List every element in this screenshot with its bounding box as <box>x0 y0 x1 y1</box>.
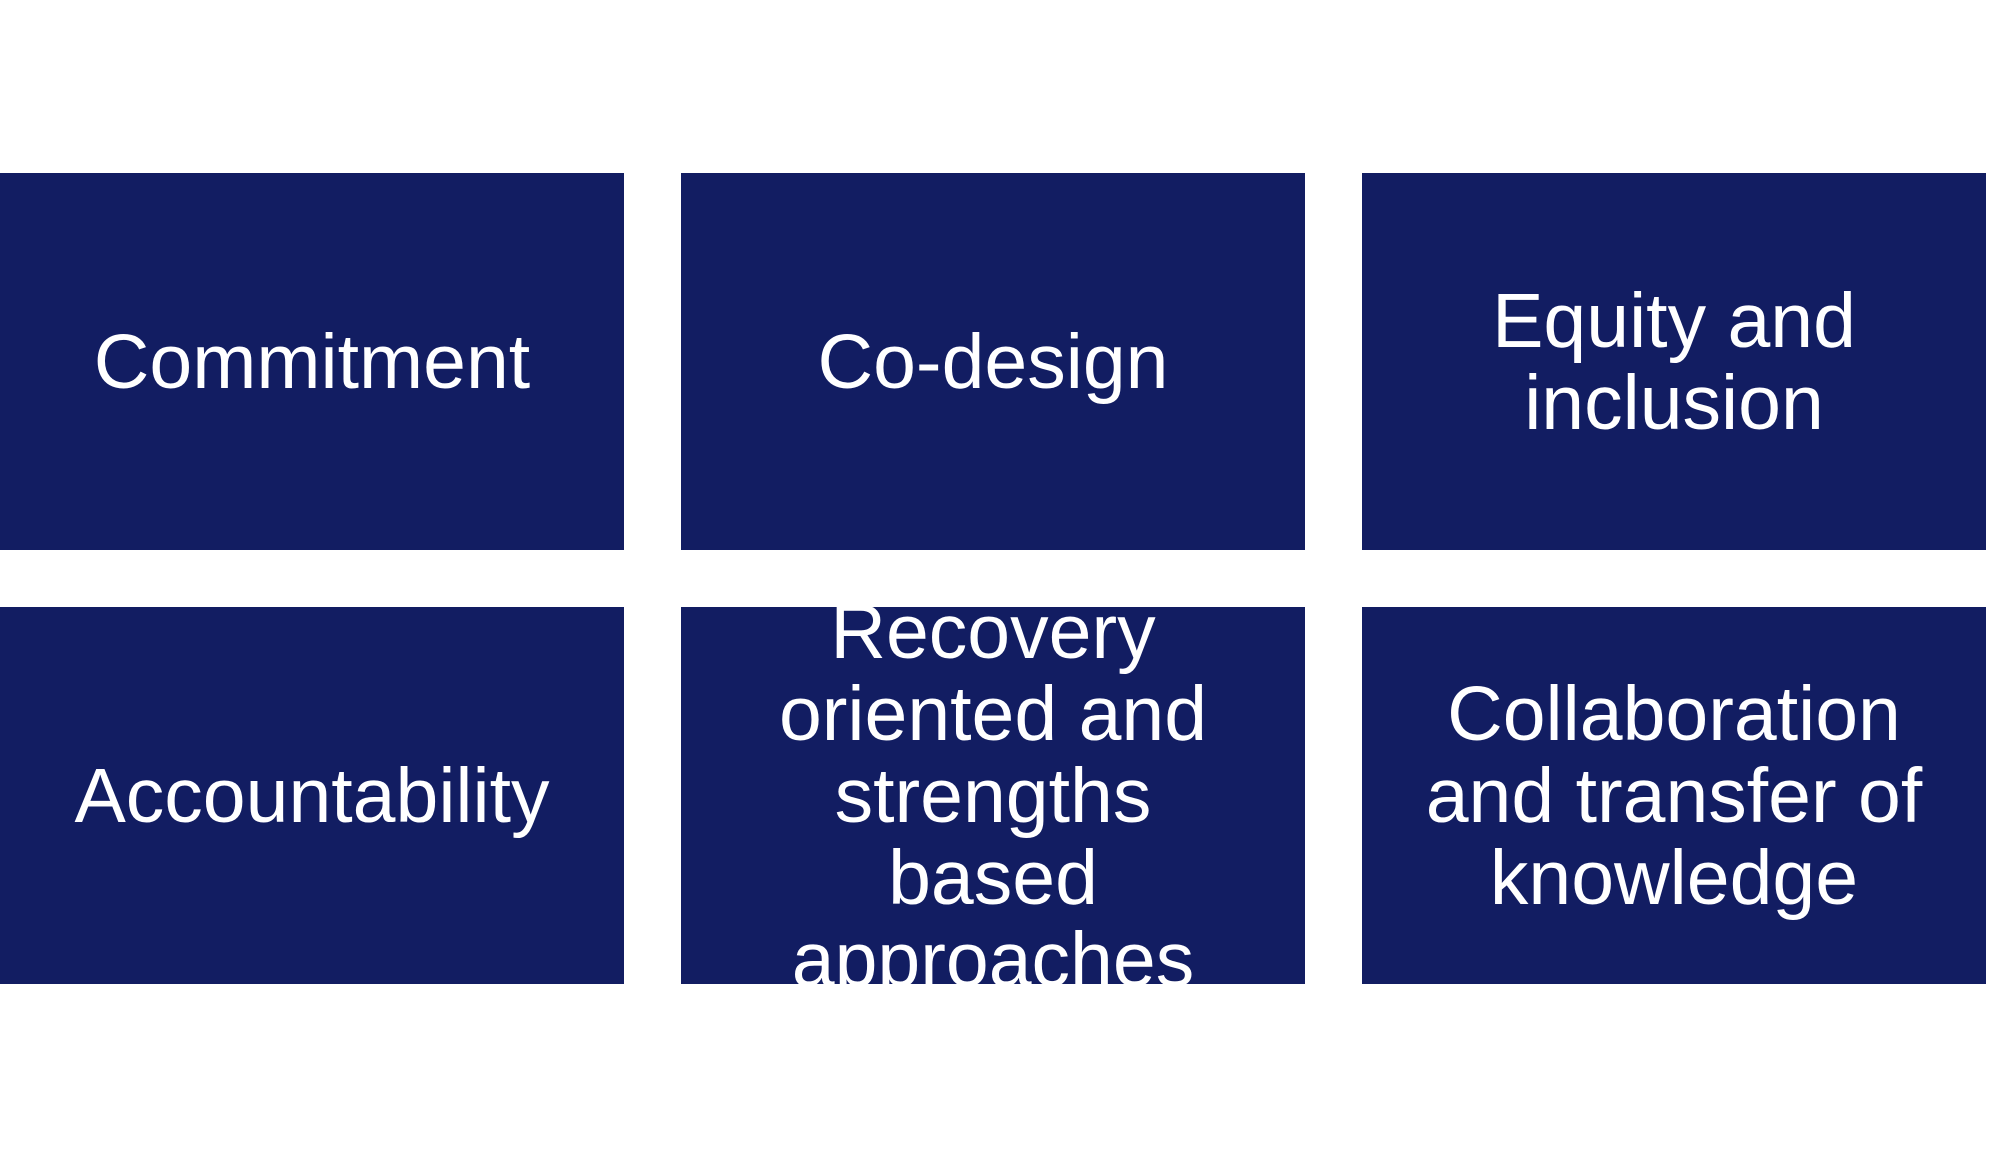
tile-label: Accountability <box>74 752 550 839</box>
tile-commitment: Commitment <box>0 173 624 550</box>
tile-label: Equity and inclusion <box>1492 277 1856 446</box>
tile-collaboration: Collaboration and transfer of knowledge <box>1362 607 1986 984</box>
tile-equity-and-inclusion: Equity and inclusion <box>1362 173 1986 550</box>
tile-accountability: Accountability <box>0 607 624 984</box>
tile-label: Recovery oriented and strengths based ap… <box>778 588 1208 1003</box>
tile-co-design: Co-design <box>681 173 1305 550</box>
tile-recovery-oriented: Recovery oriented and strengths based ap… <box>681 591 1305 1001</box>
principles-grid: Commitment Co-design Equity and inclusio… <box>0 173 1986 1001</box>
tile-label: Commitment <box>93 318 531 405</box>
tile-label: Collaboration and transfer of knowledge <box>1425 670 1923 921</box>
tile-label: Co-design <box>817 318 1169 405</box>
